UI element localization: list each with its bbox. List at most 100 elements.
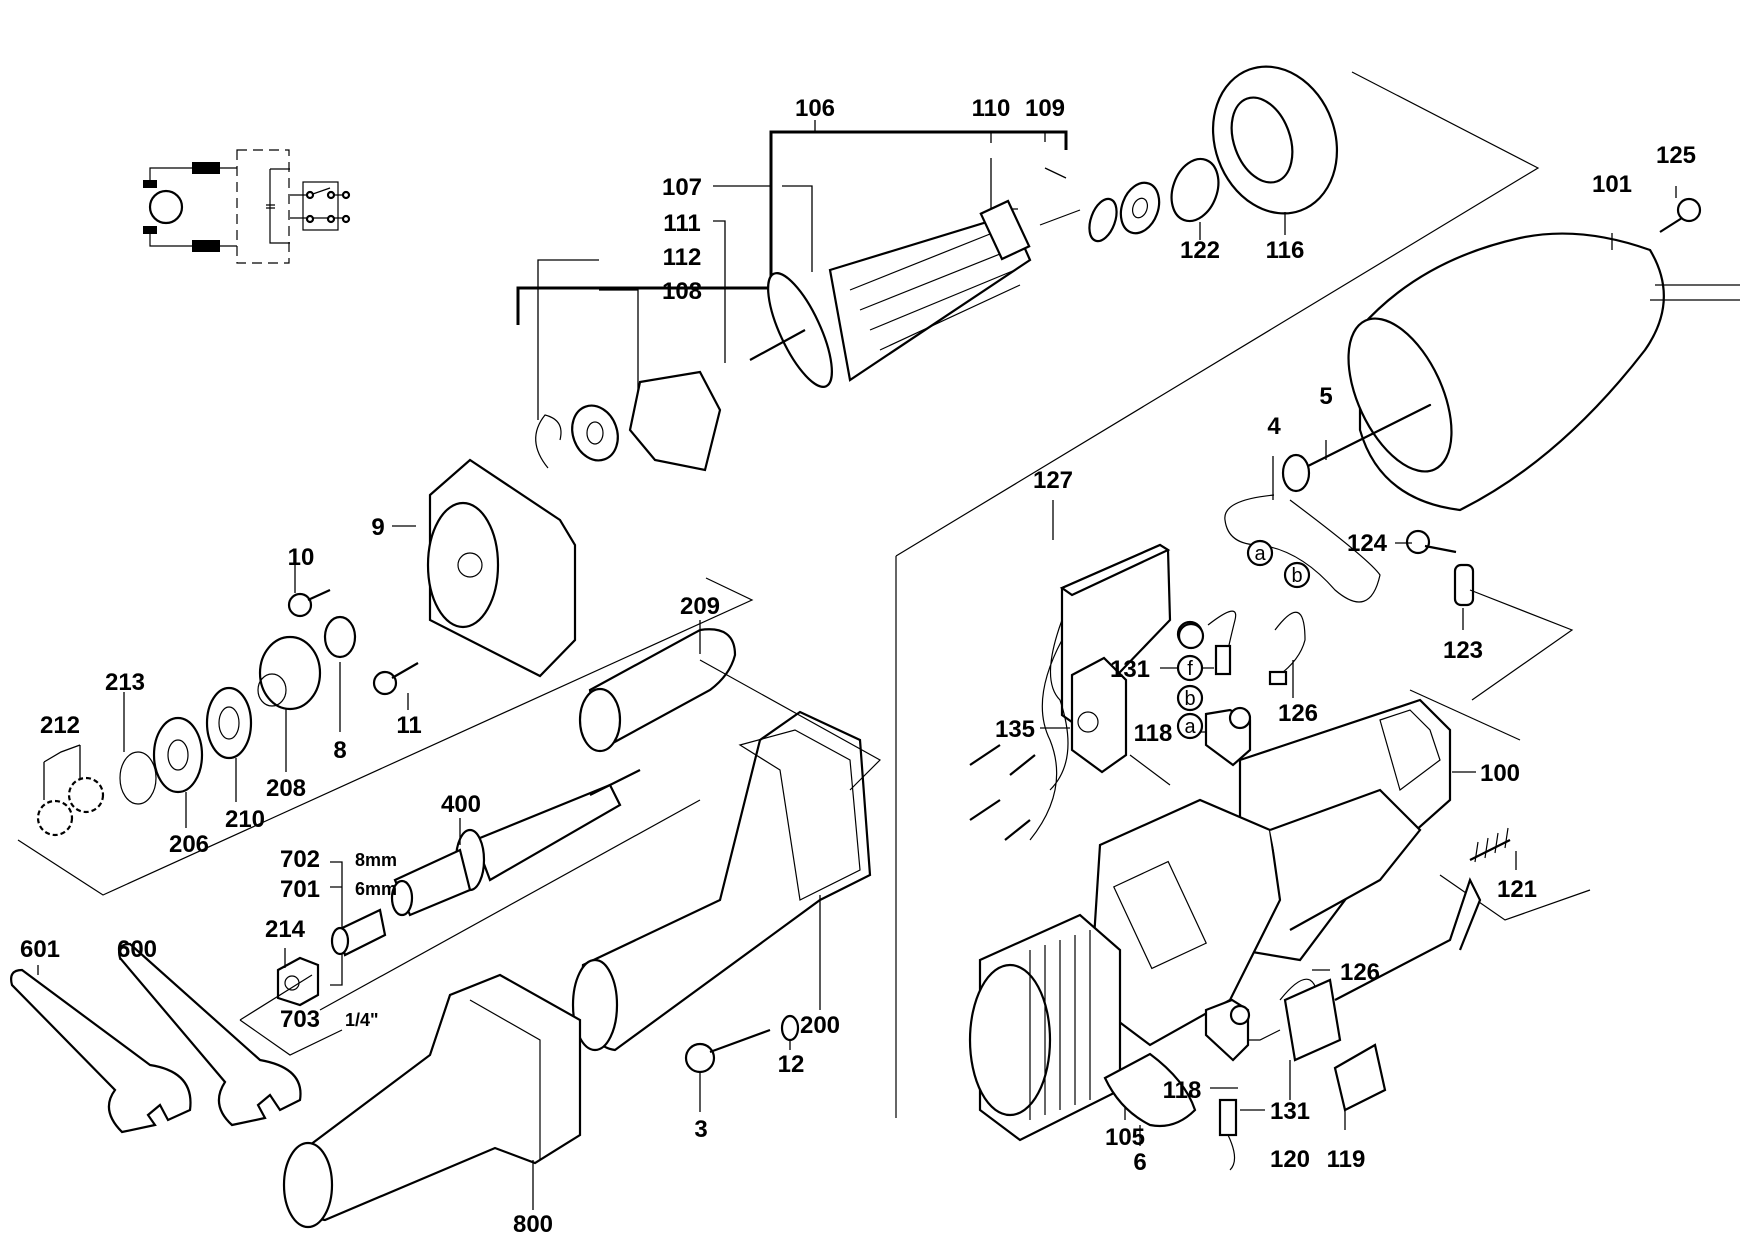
label-11: 11 (396, 712, 421, 739)
label-6: 6 (1133, 1149, 1146, 1176)
label-122: 122 (1180, 237, 1220, 264)
switch-135 (1040, 656, 1171, 786)
label-800: 800 (513, 1211, 553, 1238)
label-126-lower: 126 (1340, 959, 1380, 986)
nut-214-shape (276, 948, 320, 1007)
label-702: 702 (280, 846, 320, 873)
label-120: 120 (1270, 1146, 1310, 1173)
label-111: 111 (663, 210, 700, 237)
gear-208-shape (258, 635, 322, 711)
label-4: 4 (1267, 413, 1281, 440)
washer-12-shape (780, 1014, 800, 1042)
label-131-upper: 131 (1110, 656, 1150, 683)
armature-bracket-106 (516, 120, 1068, 420)
washer-110-shape (1088, 197, 1118, 243)
circlip-112-shape (535, 414, 562, 469)
motor-flange-housing (1088, 788, 1422, 1047)
label-121: 121 (1497, 876, 1537, 903)
screw-3-shape (684, 1028, 771, 1112)
label-105: 105 (1105, 1124, 1145, 1151)
label-127: 127 (1033, 467, 1073, 494)
brush-top (143, 180, 157, 188)
group-outline-gearhead (17, 577, 754, 896)
brush-bottom (143, 226, 157, 234)
label-9: 9 (371, 514, 384, 541)
screw-10-shape (287, 563, 331, 618)
label-131-lower: 131 (1270, 1098, 1310, 1125)
connector-f-switch: f (1176, 654, 1204, 682)
brush-holder-lower (1204, 969, 1330, 1171)
label-214: 214 (265, 916, 306, 943)
label-212: 212 (40, 712, 80, 739)
label-135: 135 (995, 716, 1035, 743)
sleeve-209-shape (578, 620, 737, 753)
armature (749, 199, 1081, 388)
pinion-8-shape (323, 615, 357, 732)
label-400: 400 (441, 791, 481, 818)
switch-slider-120 (1283, 877, 1482, 1100)
lock-washers-212 (36, 744, 105, 837)
screw-125-shape (1659, 186, 1702, 233)
label-107: 107 (662, 174, 702, 201)
wiring-schematic (143, 149, 351, 264)
gear-head-200 (319, 659, 881, 1052)
screw-124-and-clamp-123 (1395, 529, 1574, 701)
connector-b-switch: b (1176, 684, 1204, 712)
label-209: 209 (680, 593, 720, 620)
label-124: 124 (1347, 530, 1388, 557)
label-600: 600 (117, 936, 157, 963)
electronic-module-symbol (236, 149, 290, 264)
svg-text:a: a (1184, 716, 1196, 738)
label-108: 108 (662, 278, 702, 305)
switch-button-119 (1333, 1043, 1387, 1130)
label-100: 100 (1480, 760, 1520, 787)
label-12: 12 (778, 1051, 805, 1078)
spanner-600-shape (118, 942, 302, 1127)
bushing-122-shape (1170, 157, 1220, 223)
label-8: 8 (333, 737, 346, 764)
label-210: 210 (225, 806, 265, 833)
label-110: 110 (972, 95, 1011, 122)
label-101: 101 (1592, 171, 1632, 198)
circlip-213-shape (119, 751, 157, 805)
connector-h-upper (1177, 622, 1205, 650)
label-119: 119 (1327, 1146, 1366, 1173)
label-703: 703 (280, 1006, 320, 1033)
label-5: 5 (1319, 383, 1332, 410)
label-206: 206 (169, 831, 209, 858)
part-labels: 106 110 109 107 111 112 108 122 116 125 … (20, 95, 1696, 1238)
collet-size-8mm: 8mm (355, 850, 397, 870)
connector-a-switch: a (1176, 712, 1204, 740)
label-123: 123 (1443, 637, 1483, 664)
motor-housing-101 (1347, 232, 1740, 512)
spanner-601-shape (10, 965, 192, 1134)
svg-text:b: b (1184, 688, 1195, 710)
svg-text:a: a (1254, 543, 1266, 565)
switch-symbol (302, 181, 339, 231)
collet-701-702-shape (330, 908, 387, 957)
label-200: 200 (800, 1012, 840, 1039)
field-coil-bottom (192, 240, 220, 252)
label-109: 109 (1025, 95, 1065, 122)
cover-6-shape (1103, 1052, 1197, 1128)
label-213: 213 (105, 669, 145, 696)
bearing-206-shape (152, 716, 204, 794)
baffle-111-shape (628, 370, 722, 472)
label-106: 106 (795, 95, 835, 122)
screw-11-shape (372, 662, 419, 710)
rod-5-and-cable-4 (1224, 403, 1432, 603)
brush-holder-upper (1160, 610, 1306, 767)
bearing-109-shape (1119, 181, 1161, 235)
label-125: 125 (1656, 142, 1696, 169)
bearing-flange-9 (392, 458, 577, 678)
label-208: 208 (266, 775, 306, 802)
label-10: 10 (288, 544, 315, 571)
label-3: 3 (694, 1116, 707, 1143)
seal-210-shape (205, 686, 253, 760)
label-118-upper: 118 (1134, 720, 1173, 747)
collet-bracket (330, 861, 343, 986)
label-116: 116 (1266, 237, 1305, 264)
stator-105 (968, 913, 1126, 1142)
label-118-lower: 118 (1163, 1077, 1202, 1104)
